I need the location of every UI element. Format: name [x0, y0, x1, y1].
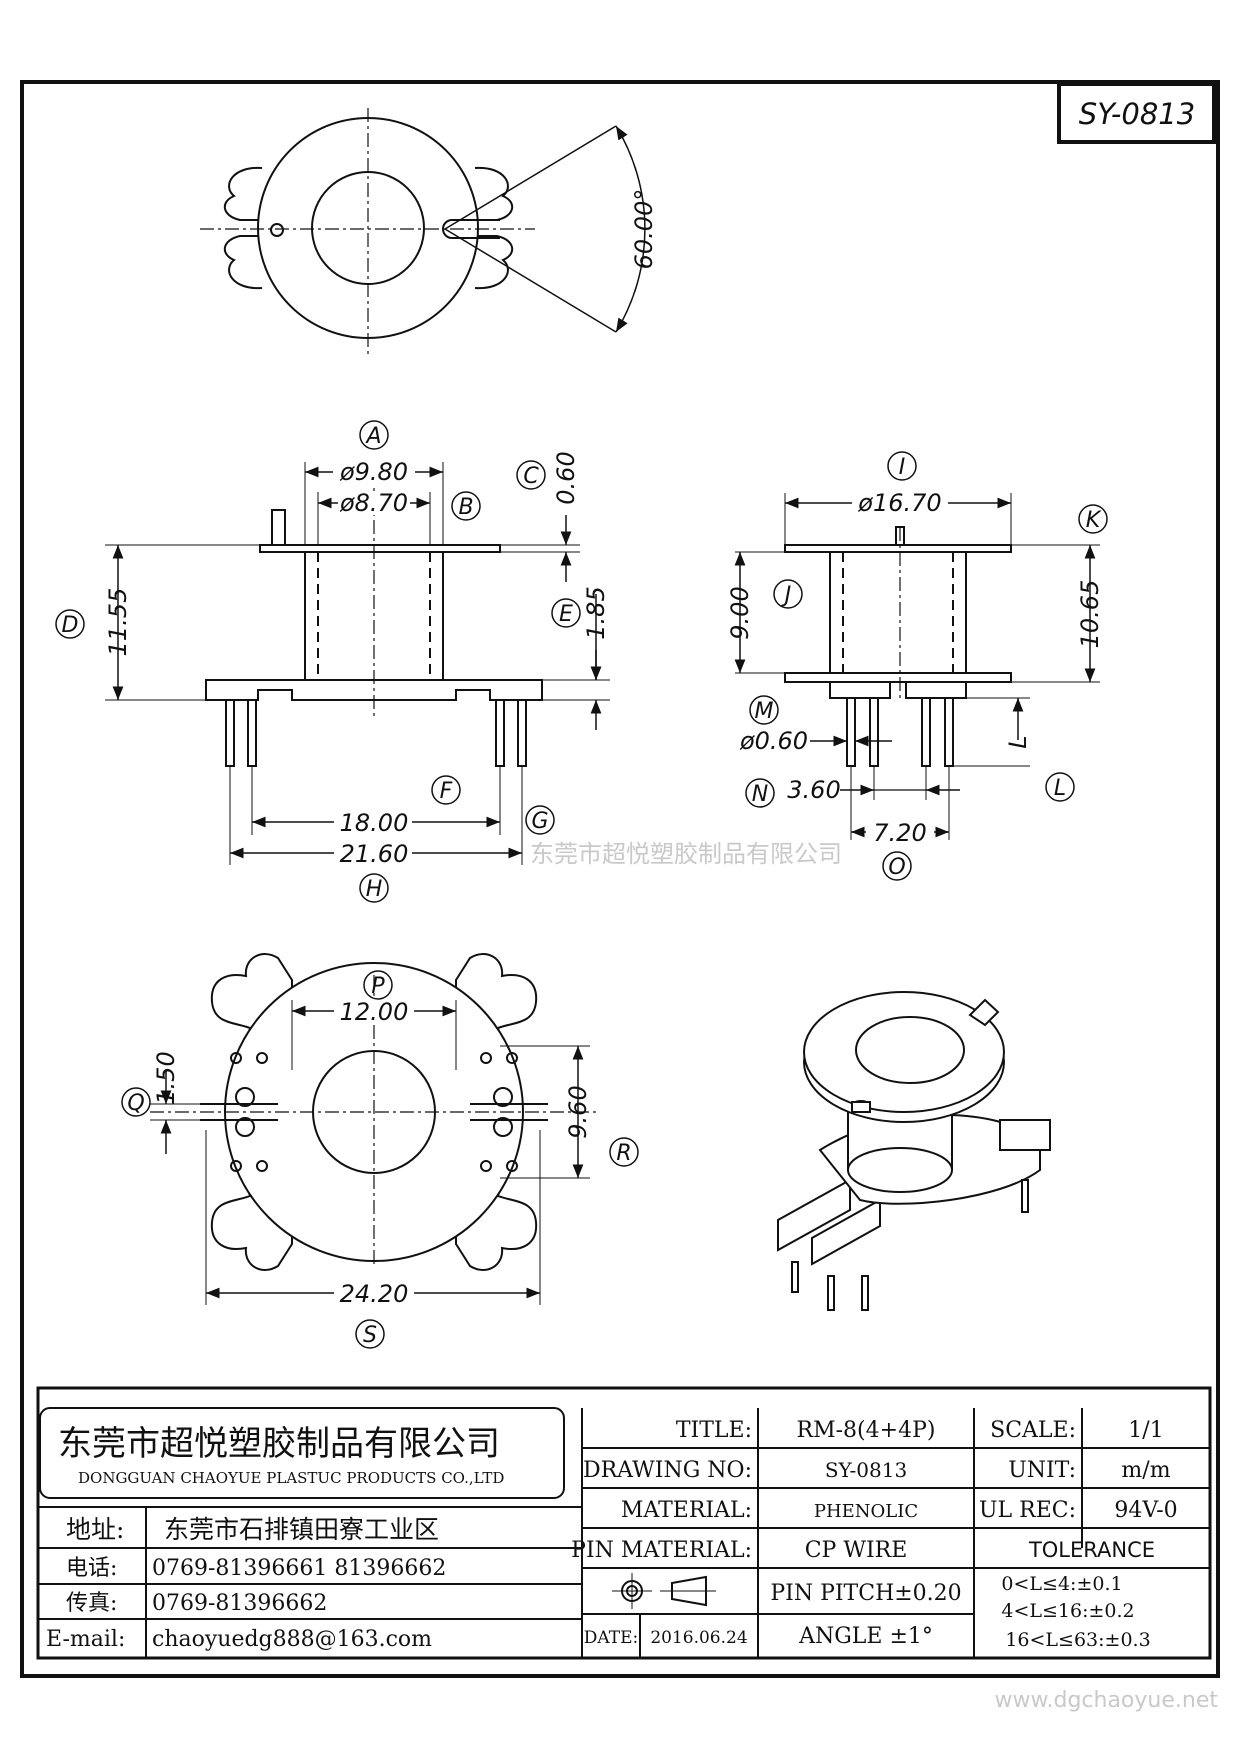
email-label: E-mail:	[46, 1627, 125, 1652]
dim-H-value: 21.60	[340, 840, 409, 868]
pin-material-label: PIN MATERIAL:	[571, 1538, 752, 1563]
scale-label: SCALE:	[990, 1418, 1076, 1443]
tolerance-row-3: 16<L≤63:±0.3	[1005, 1629, 1150, 1651]
label-H: H	[366, 877, 383, 902]
side-view-dimensions: ø16.70 9.00 10.65 ø0.60 3.60 7.20 L	[726, 489, 1104, 847]
front-view-balloons	[55, 420, 581, 903]
dim-L-value: L	[1004, 735, 1032, 748]
company-name-en: DONGGUAN CHAOYUE PLASTUC PRODUCTS CO.,LT…	[78, 1469, 504, 1487]
side-view-balloons	[745, 451, 1108, 881]
label-G: G	[531, 809, 548, 834]
label-K: K	[1086, 508, 1102, 533]
label-F: F	[440, 779, 453, 804]
label-O: O	[888, 855, 905, 880]
title-block	[36, 1386, 1212, 1660]
dim-F-value: 18.00	[340, 809, 409, 837]
label-D: D	[62, 613, 79, 638]
dim-E-value: 1.85	[582, 586, 610, 639]
fax-label: 传真:	[66, 1591, 117, 1616]
front-view	[105, 462, 610, 865]
label-J: J	[781, 583, 792, 608]
drawing-number-badge: SY-0813	[1057, 82, 1216, 144]
pin-pitch: PIN PITCH±0.20	[770, 1581, 961, 1606]
site-watermark: www.dgchaoyue.net	[995, 1688, 1219, 1713]
dim-D-value: 11.55	[104, 588, 132, 657]
unit-value: m/m	[1121, 1458, 1170, 1483]
scale-value: 1/1	[1128, 1418, 1163, 1443]
label-M: M	[755, 699, 774, 724]
label-N: N	[752, 782, 768, 807]
front-view-balloon-letters: A B C D E F G H	[62, 424, 574, 902]
isometric-view	[777, 991, 1051, 1311]
phone-label: 电话:	[66, 1556, 117, 1581]
tolerance-row-1: 0<L≤4:±0.1	[1001, 1573, 1122, 1595]
angle-tolerance: ANGLE ±1°	[798, 1624, 933, 1649]
drawing-no-value: SY-0813	[825, 1458, 907, 1482]
company-name-cn: 东莞市超悦塑胶制品有限公司	[58, 1424, 500, 1464]
label-L: L	[1054, 776, 1066, 801]
dim-S-value: 24.20	[340, 1280, 409, 1308]
dim-P-value: 12.00	[340, 998, 409, 1026]
pin-material-value: CP WIRE	[805, 1538, 908, 1563]
bottom-view	[150, 953, 600, 1305]
title-block-text: 东莞市超悦塑胶制品有限公司 DONGGUAN CHAOYUE PLASTUC P…	[46, 1418, 1178, 1652]
drawing-number-badge-text: SY-0813	[1079, 97, 1195, 131]
label-C: C	[523, 464, 539, 489]
bottom-view-balloon-letters: P Q R S	[127, 974, 631, 1348]
label-A: A	[364, 424, 381, 449]
material-label: MATERIAL:	[621, 1498, 752, 1523]
date-value: 2016.06.24	[650, 1628, 747, 1648]
dim-Q-value: 1.50	[152, 1051, 180, 1104]
label-I: I	[899, 455, 906, 480]
bottom-view-balloons	[121, 970, 639, 1349]
dim-B-value: ø8.70	[339, 489, 408, 517]
center-watermark: 东莞市超悦塑胶制品有限公司	[530, 840, 842, 868]
material-value: PHENOLIC	[814, 1501, 918, 1522]
email-value: chaoyuedg888@163.com	[152, 1627, 432, 1652]
label-R: R	[616, 1141, 631, 1166]
address-label: 地址:	[66, 1515, 124, 1544]
dim-O-value: 7.20	[873, 819, 926, 847]
tolerance-row-2: 4<L≤16:±0.2	[1001, 1600, 1134, 1622]
label-Q: Q	[127, 1091, 144, 1116]
unit-label: UNIT:	[1008, 1458, 1076, 1483]
title-value: RM-8(4+4P)	[797, 1418, 936, 1443]
address-value: 东莞市石排镇田寮工业区	[164, 1515, 439, 1544]
ul-rec-label: UL REC:	[979, 1498, 1076, 1523]
dim-I-value: ø16.70	[857, 489, 941, 517]
date-label: DATE:	[584, 1628, 638, 1648]
dim-K-value: 10.65	[1076, 580, 1104, 649]
dim-A-value: ø9.80	[339, 458, 408, 486]
ul-rec-value: 94V-0	[1114, 1498, 1177, 1523]
front-view-dimensions: ø9.80 ø8.70 11.55 0.60 1.85 18.00 21.60	[104, 451, 610, 868]
label-B: B	[458, 495, 473, 520]
phone-value: 0769-81396661 81396662	[152, 1556, 446, 1581]
side-view-balloon-letters: I K J M L N O	[752, 455, 1102, 880]
dim-J-value: 9.00	[726, 586, 754, 639]
dim-R-value: 9.60	[564, 1085, 592, 1138]
tolerance-label: TOLERANCE	[1028, 1538, 1155, 1562]
title-label: TITLE:	[676, 1418, 752, 1443]
drawing-border	[20, 80, 1220, 1678]
top-view	[200, 108, 646, 355]
drawing-no-label: DRAWING NO:	[583, 1458, 752, 1483]
dim-N-value: 3.60	[787, 776, 840, 804]
angle-dimension: 60.00°	[630, 189, 658, 270]
dim-M-value: ø0.60	[739, 727, 808, 755]
label-E: E	[559, 602, 573, 627]
label-P: P	[371, 974, 385, 999]
label-S: S	[363, 1323, 377, 1348]
bottom-view-dimensions: 12.00 24.20 9.60 1.50	[152, 998, 592, 1308]
dim-C-value: 0.60	[552, 451, 580, 504]
fax-value: 0769-81396662	[152, 1591, 327, 1616]
